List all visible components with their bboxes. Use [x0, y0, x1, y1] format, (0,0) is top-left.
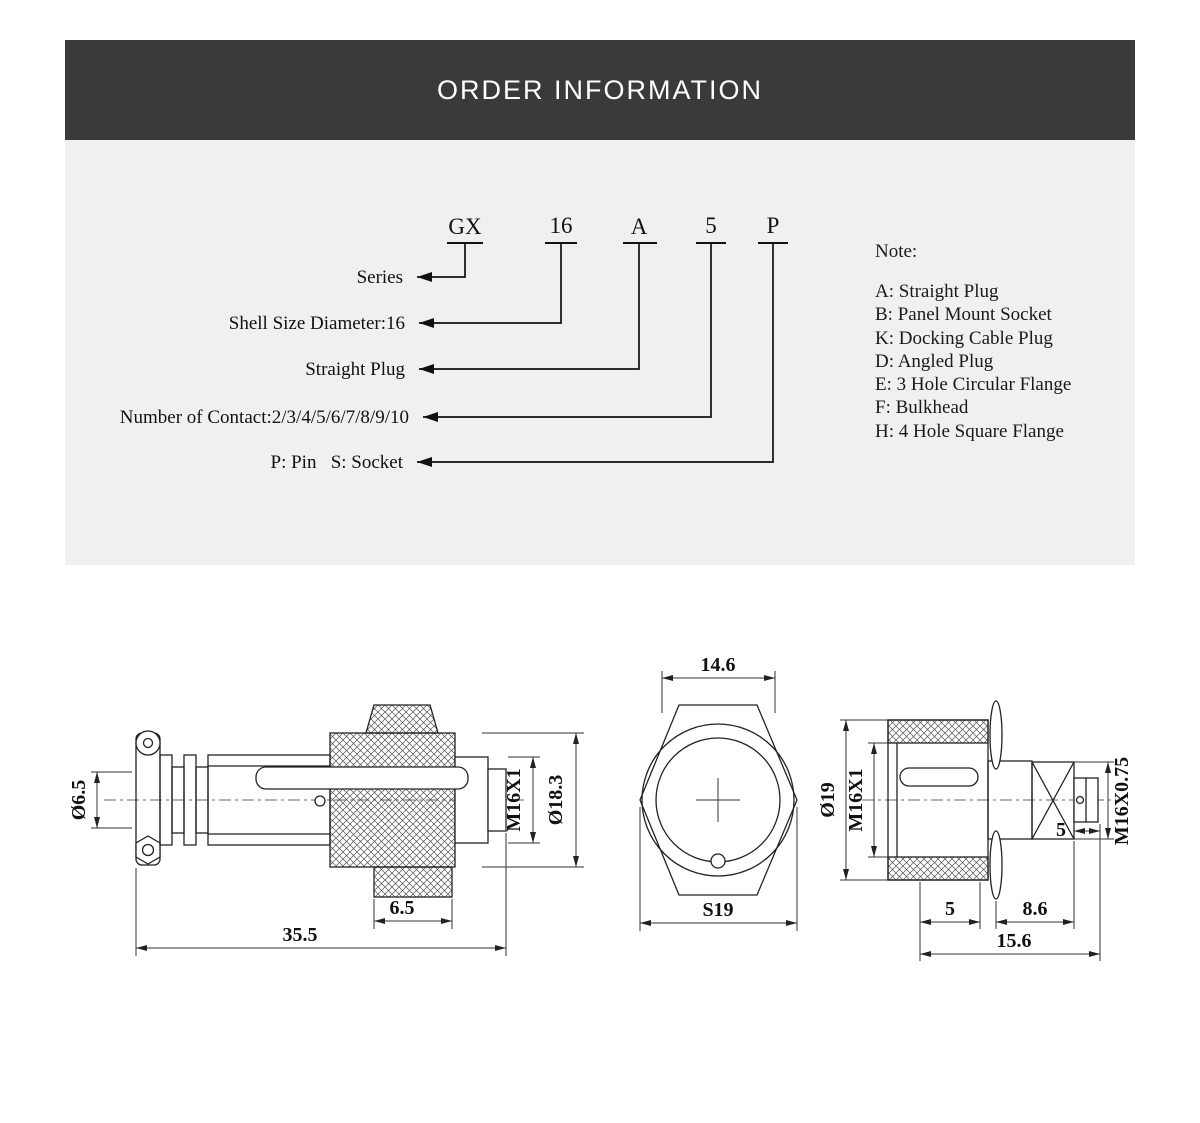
dim-rear-thread: M16X0.75	[1111, 757, 1133, 845]
rear-view-drawing: Ø19 M16X1 M16X0.75 5 5 8.6	[817, 700, 1133, 961]
dim-nut-length: 5	[945, 898, 955, 920]
page-title: ORDER INFORMATION	[437, 74, 763, 105]
note-item: H: 4 Hole Square Flange	[875, 420, 1064, 442]
dim-total-length: 35.5	[283, 924, 318, 946]
dim-pin-length: 5	[1056, 819, 1066, 841]
note-block: Note: A: Straight Plug B: Panel Mount So…	[875, 240, 1125, 443]
code-gender-value: P	[767, 213, 780, 238]
label-contacts: Number of Contact:2/3/4/5/6/7/8/9/10	[120, 407, 409, 428]
label-shell-size: Shell Size Diameter:16	[229, 313, 405, 334]
label-style: Straight Plug	[305, 359, 405, 380]
code-parts: GX 16 A 5 P	[448, 213, 779, 239]
front-view-drawing: 14.6 S19	[639, 654, 798, 931]
dim-rear-length: 8.6	[1023, 898, 1048, 920]
dim-socket-total-length: 15.6	[997, 930, 1032, 952]
dim-flat-width: 14.6	[701, 654, 736, 676]
code-contacts-value: 5	[705, 213, 717, 238]
technical-drawings: Ø6.5 M16X1 Ø18.3 6.5 35.5	[68, 654, 1133, 961]
note-item: D: Angled Plug	[875, 350, 994, 372]
dim-front-length: 6.5	[390, 897, 415, 919]
dim-socket-outer-diameter: Ø19	[817, 782, 839, 818]
code-size-value: 16	[550, 213, 573, 238]
dim-hex-size: S19	[702, 899, 733, 921]
ordering-code-panel: GX 16 A 5 P Series	[65, 140, 1135, 565]
note-item: F: Bulkhead	[875, 397, 969, 419]
note-item: K: Docking Cable Plug	[875, 327, 1053, 349]
note-title: Note:	[875, 241, 918, 262]
side-view-drawing: Ø6.5 M16X1 Ø18.3 6.5 35.5	[68, 704, 584, 956]
order-information-banner: ORDER INFORMATION	[65, 40, 1135, 140]
label-gender: P: Pin S: Socket	[271, 452, 404, 473]
note-item: A: Straight Plug	[875, 281, 999, 302]
code-callout-lines	[417, 242, 788, 467]
dim-socket-thread: M16X1	[845, 768, 867, 831]
code-series-value: GX	[448, 214, 482, 239]
dim-cable-diameter: Ø6.5	[68, 780, 90, 821]
note-item: E: 3 Hole Circular Flange	[875, 374, 1072, 396]
dim-outer-diameter: Ø18.3	[545, 775, 567, 826]
dim-thread-spec: M16X1	[503, 768, 525, 831]
label-series: Series	[357, 267, 403, 288]
ordering-code-diagram: GX 16 A 5 P Series	[120, 213, 788, 473]
code-style-value: A	[631, 214, 648, 239]
code-labels: Series Shell Size Diameter:16 Straight P…	[120, 267, 409, 473]
note-item: B: Panel Mount Socket	[875, 304, 1052, 326]
